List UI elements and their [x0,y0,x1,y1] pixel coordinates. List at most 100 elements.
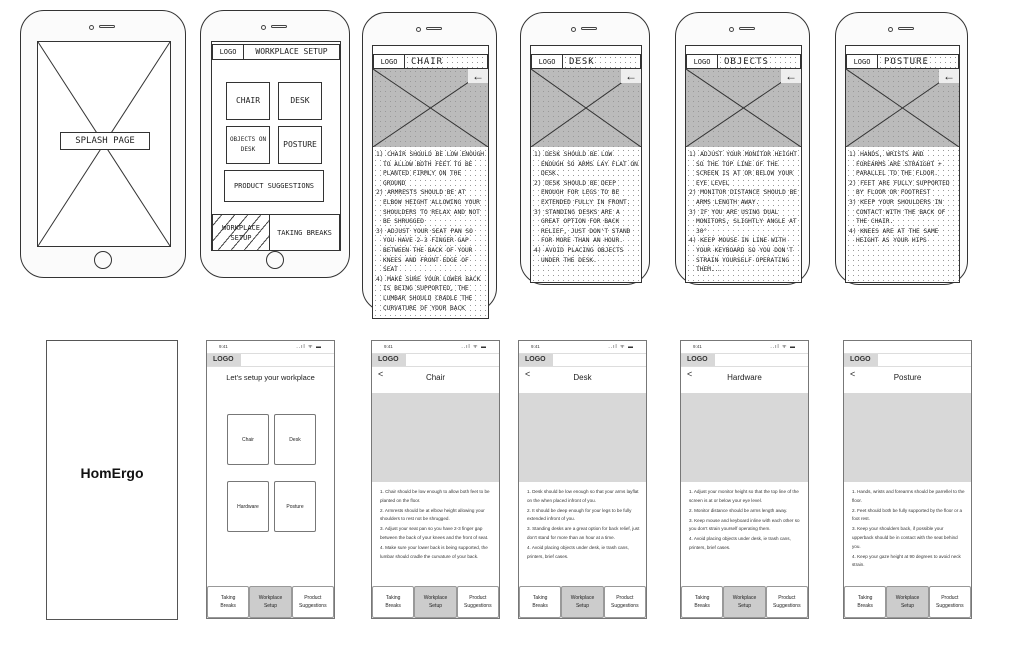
sketch-instruction-item: 2) MONITOR DISTANCE SHOULD BE ARMS LENGT… [689,189,798,206]
sketch-logo: LOGO [531,54,563,69]
sketch-instructions: 1) ADJUST YOUR MONITOR HEIGHT SO THE TOP… [686,148,801,282]
back-chevron-icon[interactable]: < [525,369,531,379]
sketch-tile[interactable]: POSTURE [278,126,322,164]
logo[interactable]: LOGO [372,354,406,366]
sketch-tile[interactable]: DESK [278,82,322,120]
tab-taking-breaks[interactable]: Taking Breaks [372,586,415,618]
logo-bar: LOGO [519,353,646,367]
tab-product-suggestions[interactable]: Product Suggestions [928,586,971,618]
tab-product-suggestions[interactable]: Product Suggestions [456,586,499,618]
camera-icon [728,27,734,32]
status-time: 9:41 [693,344,702,349]
camera-icon [89,25,94,30]
instruction-item: 4. Avoid placing objects under desk, ie … [689,536,791,551]
category-tile-hardware[interactable]: Hardware [227,481,269,532]
status-bar: 9:41..ıl ᯤ ▬ [519,341,646,353]
sketch-instructions: 1) CHAIR SHOULD BE LOW ENOUGH TO ALLOW B… [373,148,488,318]
tab-workplace-setup[interactable]: Workplace Setup [723,586,766,618]
tab-workplace-setup[interactable]: Workplace Setup [249,586,292,618]
sketch-instruction-item: 1) HANDS, WRISTS AND FOREARMS ARE STRAIG… [849,151,942,178]
sketch-product-suggestions[interactable]: PRODUCT SUGGESTIONS [224,170,324,202]
page-title: Posture [893,373,922,382]
instruction-item: 4. Make sure your lower back is being su… [380,545,488,559]
sketch-instruction-item: 1) CHAIR SHOULD BE LOW ENOUGH TO ALLOW B… [376,151,485,187]
category-tile-posture[interactable]: Posture [274,481,316,532]
tab-taking-breaks[interactable]: Taking Breaks [207,586,250,618]
instruction-item: 2. Monitor distance should be arms lengt… [689,507,788,513]
speaker-icon [425,27,442,30]
status-icons: ..ıl ᯤ ▬ [461,344,487,350]
back-chevron-icon[interactable]: < [850,369,856,379]
sketch-instruction-item: 3) IF YOU ARE USING DUAL MONITORS, SLIGH… [689,208,797,235]
sketch-tile[interactable]: OBJECTS ON DESK [226,126,270,164]
sketch-image-placeholder: ← [373,69,488,147]
tab-taking-breaks[interactable]: Taking Breaks [519,586,562,618]
back-chevron-icon[interactable]: < [687,369,693,379]
sketch-title: WORKPLACE SETUP [243,44,340,60]
instruction-item: 4. Keep your gaze height at 90 degrees t… [852,553,961,568]
tab-taking-breaks[interactable]: Taking Breaks [681,586,724,618]
instruction-item: 1. Hands, wrists and forearms should be … [852,489,965,503]
sketch-logo: LOGO [686,54,718,69]
logo-bar: LOGO [681,353,808,367]
sketch-tile[interactable]: CHAIR [226,82,270,120]
instruction-item: 4. Avoid placing objects under desk, ie … [527,545,629,559]
instruction-item: 3. Keep mouse and keyboard inline with e… [689,517,800,532]
tab-workplace-setup[interactable]: Workplace Setup [561,586,604,618]
tab-workplace-setup[interactable]: Workplace Setup [886,586,929,618]
home-button [266,251,284,269]
logo-bar: LOGO [207,353,334,367]
speaker-icon [99,25,115,28]
back-arrow-icon[interactable]: ← [939,69,959,83]
instruction-item: 2. Feet should both be fully supported b… [852,507,963,522]
sketch-image-placeholder: ← [686,69,801,147]
sketch-logo: LOGO [212,44,244,60]
instructions-list: 1. Desk should be low enough so that you… [527,488,640,563]
logo[interactable]: LOGO [844,354,878,366]
sketch-tab-workplace[interactable]: WORKPLACE SETUP [212,214,270,250]
logo[interactable]: LOGO [207,354,241,366]
category-tile-desk[interactable]: Desk [274,414,316,465]
category-tile-chair[interactable]: Chair [227,414,269,465]
status-icons: ..ıl ᯤ ▬ [296,344,322,350]
camera-icon [887,27,893,32]
instruction-item: 3. Standing desks are a great option for… [527,526,640,540]
sketch-title: CHAIR [404,54,488,69]
speaker-icon [271,25,287,28]
instruction-item: 1. Adjust your monitor height so that th… [689,489,799,503]
sketch-instructions: 1) HANDS, WRISTS AND FOREARMS ARE STRAIG… [846,148,959,282]
tab-product-suggestions[interactable]: Product Suggestions [291,586,334,618]
sketch-instruction-item: 2) ARMRESTS SHOULD BE AT ELBOW HEIGHT AL… [376,189,480,226]
logo[interactable]: LOGO [519,354,553,366]
back-arrow-icon[interactable]: ← [468,69,488,83]
logo[interactable]: LOGO [681,354,715,366]
logo-bar: LOGO [372,353,499,367]
sketch-instructions: 1) DESK SHOULD BE LOW ENOUGH SO ARMS LAY… [531,148,641,282]
tab-taking-breaks[interactable]: Taking Breaks [844,586,887,618]
tab-product-suggestions[interactable]: Product Suggestions [765,586,808,618]
status-time: 9:41 [531,344,540,349]
instruction-item: 2. Armrests should be at elbow height al… [380,507,485,522]
sketch-tab-breaks[interactable]: TAKING BREAKS [269,214,340,250]
image-placeholder [681,393,808,482]
sketch-screen: SPLASH PAGE [37,41,171,247]
tab-product-suggestions[interactable]: Product Suggestions [603,586,646,618]
back-chevron-icon[interactable]: < [378,369,384,379]
status-bar: 9:41..ıl ᯤ ▬ [681,341,808,353]
instructions-list: 1. Chair should be low enough to allow b… [380,488,493,563]
back-arrow-icon[interactable]: ← [781,69,801,83]
sketch-instruction-item: 1) DESK SHOULD BE LOW ENOUGH SO ARMS LAY… [534,151,638,178]
tab-workplace-setup[interactable]: Workplace Setup [414,586,457,618]
page-title: Chair [425,373,446,382]
back-arrow-icon[interactable]: ← [621,69,641,83]
